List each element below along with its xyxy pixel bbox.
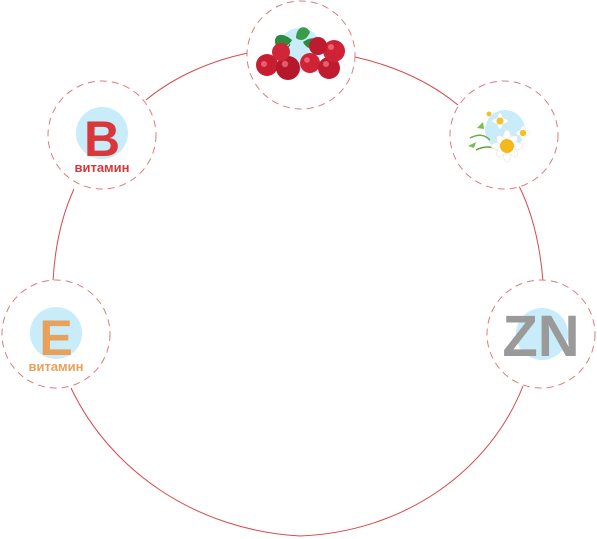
zinc-label: ZN xyxy=(502,304,579,369)
ring-line xyxy=(145,52,249,101)
vitamin-e-word: витамин xyxy=(28,359,83,374)
ring-line xyxy=(518,185,544,282)
vitamin-b-word: витамин xyxy=(74,160,129,175)
vitamin-b-badge: B витамин xyxy=(74,107,130,175)
chamomile-icon xyxy=(468,110,531,163)
vitamin-b-letter: B xyxy=(84,111,120,167)
ring-line xyxy=(52,188,75,282)
ring-line xyxy=(354,56,459,106)
vitamin-e-letter: E xyxy=(39,310,72,366)
ring-line xyxy=(70,385,524,537)
vitamin-e-badge: E витамин xyxy=(28,307,84,374)
zinc-badge: ZN xyxy=(502,304,579,369)
cranberry-icon xyxy=(256,27,345,80)
